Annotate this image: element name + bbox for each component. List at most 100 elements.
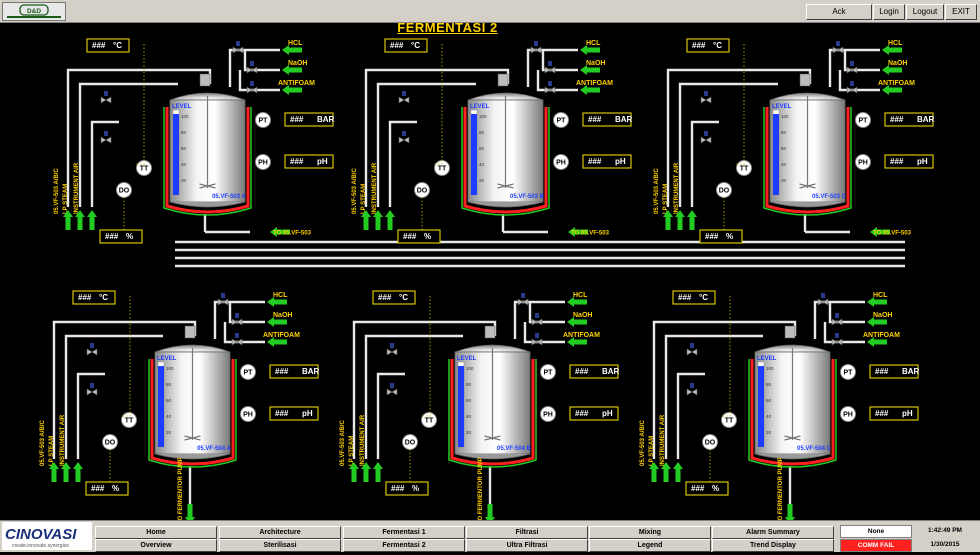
do-readout — [85, 481, 129, 496]
antifoam-valve — [544, 86, 556, 94]
fermenter-unit-5: HCLNaOHANTIFOAMLEVEL1008060402005.VF-504… — [340, 290, 620, 520]
antifoam-arrow — [580, 85, 600, 95]
air-valve-actuator — [390, 383, 394, 388]
antifoam-valve-actuator — [535, 333, 539, 338]
pressure-readout-unit: BAR — [317, 115, 335, 124]
air-pipe — [664, 334, 763, 459]
cooling-jacket — [163, 107, 252, 216]
logo-text: D&D — [27, 8, 41, 15]
login-button[interactable]: Login — [873, 4, 905, 20]
nav-fermentasi-2[interactable]: Fermentasi 2 — [343, 539, 465, 552]
pump-label: TO FERMENTOR PUMP — [178, 457, 184, 520]
tt-indicator: TT — [736, 160, 752, 176]
cooling-jacket — [763, 107, 852, 216]
antifoam-arrow — [567, 337, 587, 347]
nav-trend-display[interactable]: Trend Display — [712, 539, 834, 552]
tt-circle — [721, 412, 737, 428]
inlet-arrow — [385, 210, 395, 230]
agitator-blade — [784, 435, 801, 441]
hcl-valve — [832, 46, 844, 54]
pt-label: PT — [859, 118, 869, 125]
steam-valve — [86, 348, 98, 356]
pt-circle — [540, 364, 556, 380]
nav-sterilisasi[interactable]: Sterilisasi — [219, 539, 341, 552]
lp-steam-label: LP STEAM — [63, 184, 69, 214]
temperature-readout-value: ### — [692, 41, 706, 50]
ack-button[interactable]: Ack — [806, 4, 872, 20]
do-readout — [685, 481, 729, 496]
antifoam-valve-actuator — [235, 333, 239, 338]
antifoam-pipe — [536, 70, 578, 92]
naoh-label: NaOH — [273, 312, 292, 319]
hcl-pipe — [526, 48, 578, 87]
comm-status-indicator: COMM FAIL — [840, 539, 912, 552]
nav-home[interactable]: Home — [95, 526, 217, 539]
exit-button[interactable]: EXIT — [945, 4, 977, 20]
inlet-arrow — [349, 462, 359, 482]
nav-legend[interactable]: Legend — [589, 539, 711, 552]
pump-label: TO FERMENTOR PUMP — [778, 457, 784, 520]
steam-valve-actuator — [104, 91, 108, 96]
ph-readout — [269, 406, 319, 421]
cooling-jacket — [748, 359, 837, 468]
tt-label: TT — [740, 166, 749, 173]
tt-indicator: TT — [421, 412, 437, 428]
temperature-readout-value: ### — [678, 293, 692, 302]
pt-indicator: PT — [553, 112, 569, 128]
ph-readout-unit: pH — [615, 157, 626, 166]
tt-indicator: TT — [136, 160, 152, 176]
do-readout-value: ### — [691, 484, 705, 493]
antifoam-valve — [231, 338, 243, 346]
instrument-air-label: INSTRUMENT AIR — [660, 414, 666, 466]
header-pipes — [175, 240, 905, 268]
pressure-readout-unit: BAR — [902, 367, 920, 376]
agitator-blade — [199, 183, 216, 189]
air-valve — [700, 136, 712, 144]
cooling-jacket — [448, 359, 537, 468]
nav-mixing[interactable]: Mixing — [589, 526, 711, 539]
pt-circle — [855, 112, 871, 128]
level-scale-tick: 60 — [466, 398, 472, 403]
transfer-arrow — [568, 227, 588, 237]
do-readout — [397, 229, 441, 244]
naoh-valve-actuator — [250, 61, 254, 66]
instrument-air-label: INSTRUMENT AIR — [360, 414, 366, 466]
ph-readout-value: ### — [875, 409, 889, 418]
level-scale-tick: 60 — [479, 146, 485, 151]
inlet-arrow — [687, 210, 697, 230]
nav-filtrasi[interactable]: Filtrasi — [466, 526, 588, 539]
naoh-valve — [246, 66, 258, 74]
logout-button[interactable]: Logout — [906, 4, 944, 20]
air-pipe — [376, 82, 476, 207]
naoh-pipe — [828, 302, 865, 324]
level-label: LEVEL — [772, 104, 792, 110]
tt-indicator: TT — [721, 412, 737, 428]
inlet-arrow — [87, 210, 97, 230]
do-readout-unit: % — [712, 484, 719, 493]
nav-fermentasi-1[interactable]: Fermentasi 1 — [343, 526, 465, 539]
ph-indicator: PH — [255, 154, 271, 170]
air-pipe-2 — [690, 120, 719, 207]
heat-jacket — [463, 107, 548, 214]
agitator-motor — [484, 325, 496, 339]
level-scale-tick: 100 — [166, 366, 174, 371]
ph-indicator: PH — [840, 406, 856, 422]
ph-readout-unit: pH — [317, 157, 328, 166]
naoh-arrow — [867, 317, 887, 327]
pt-circle — [255, 112, 271, 128]
tank-bottom — [454, 453, 531, 460]
level-fill — [458, 366, 464, 447]
fermenter-unit-3: HCLNaOHANTIFOAMLEVEL1008060402005.VF-503… — [654, 38, 935, 244]
nav-alarm-summary[interactable]: Alarm Summary — [712, 526, 834, 539]
nav-architecture[interactable]: Architecture — [219, 526, 341, 539]
level-scale-tick: 20 — [479, 178, 485, 183]
hcl-valve-actuator — [821, 293, 825, 298]
air-valve — [100, 136, 112, 144]
temp-signal-line — [121, 296, 131, 417]
nav-ultra-filtrasi[interactable]: Ultra Filtrasi — [466, 539, 588, 552]
vessel-group-label: 05.VF-503 A/B/C — [654, 168, 660, 214]
pressure-readout — [569, 364, 619, 379]
level-label: LEVEL — [757, 356, 777, 362]
pressure-readout-unit: BAR — [917, 115, 935, 124]
nav-overview[interactable]: Overview — [95, 539, 217, 552]
